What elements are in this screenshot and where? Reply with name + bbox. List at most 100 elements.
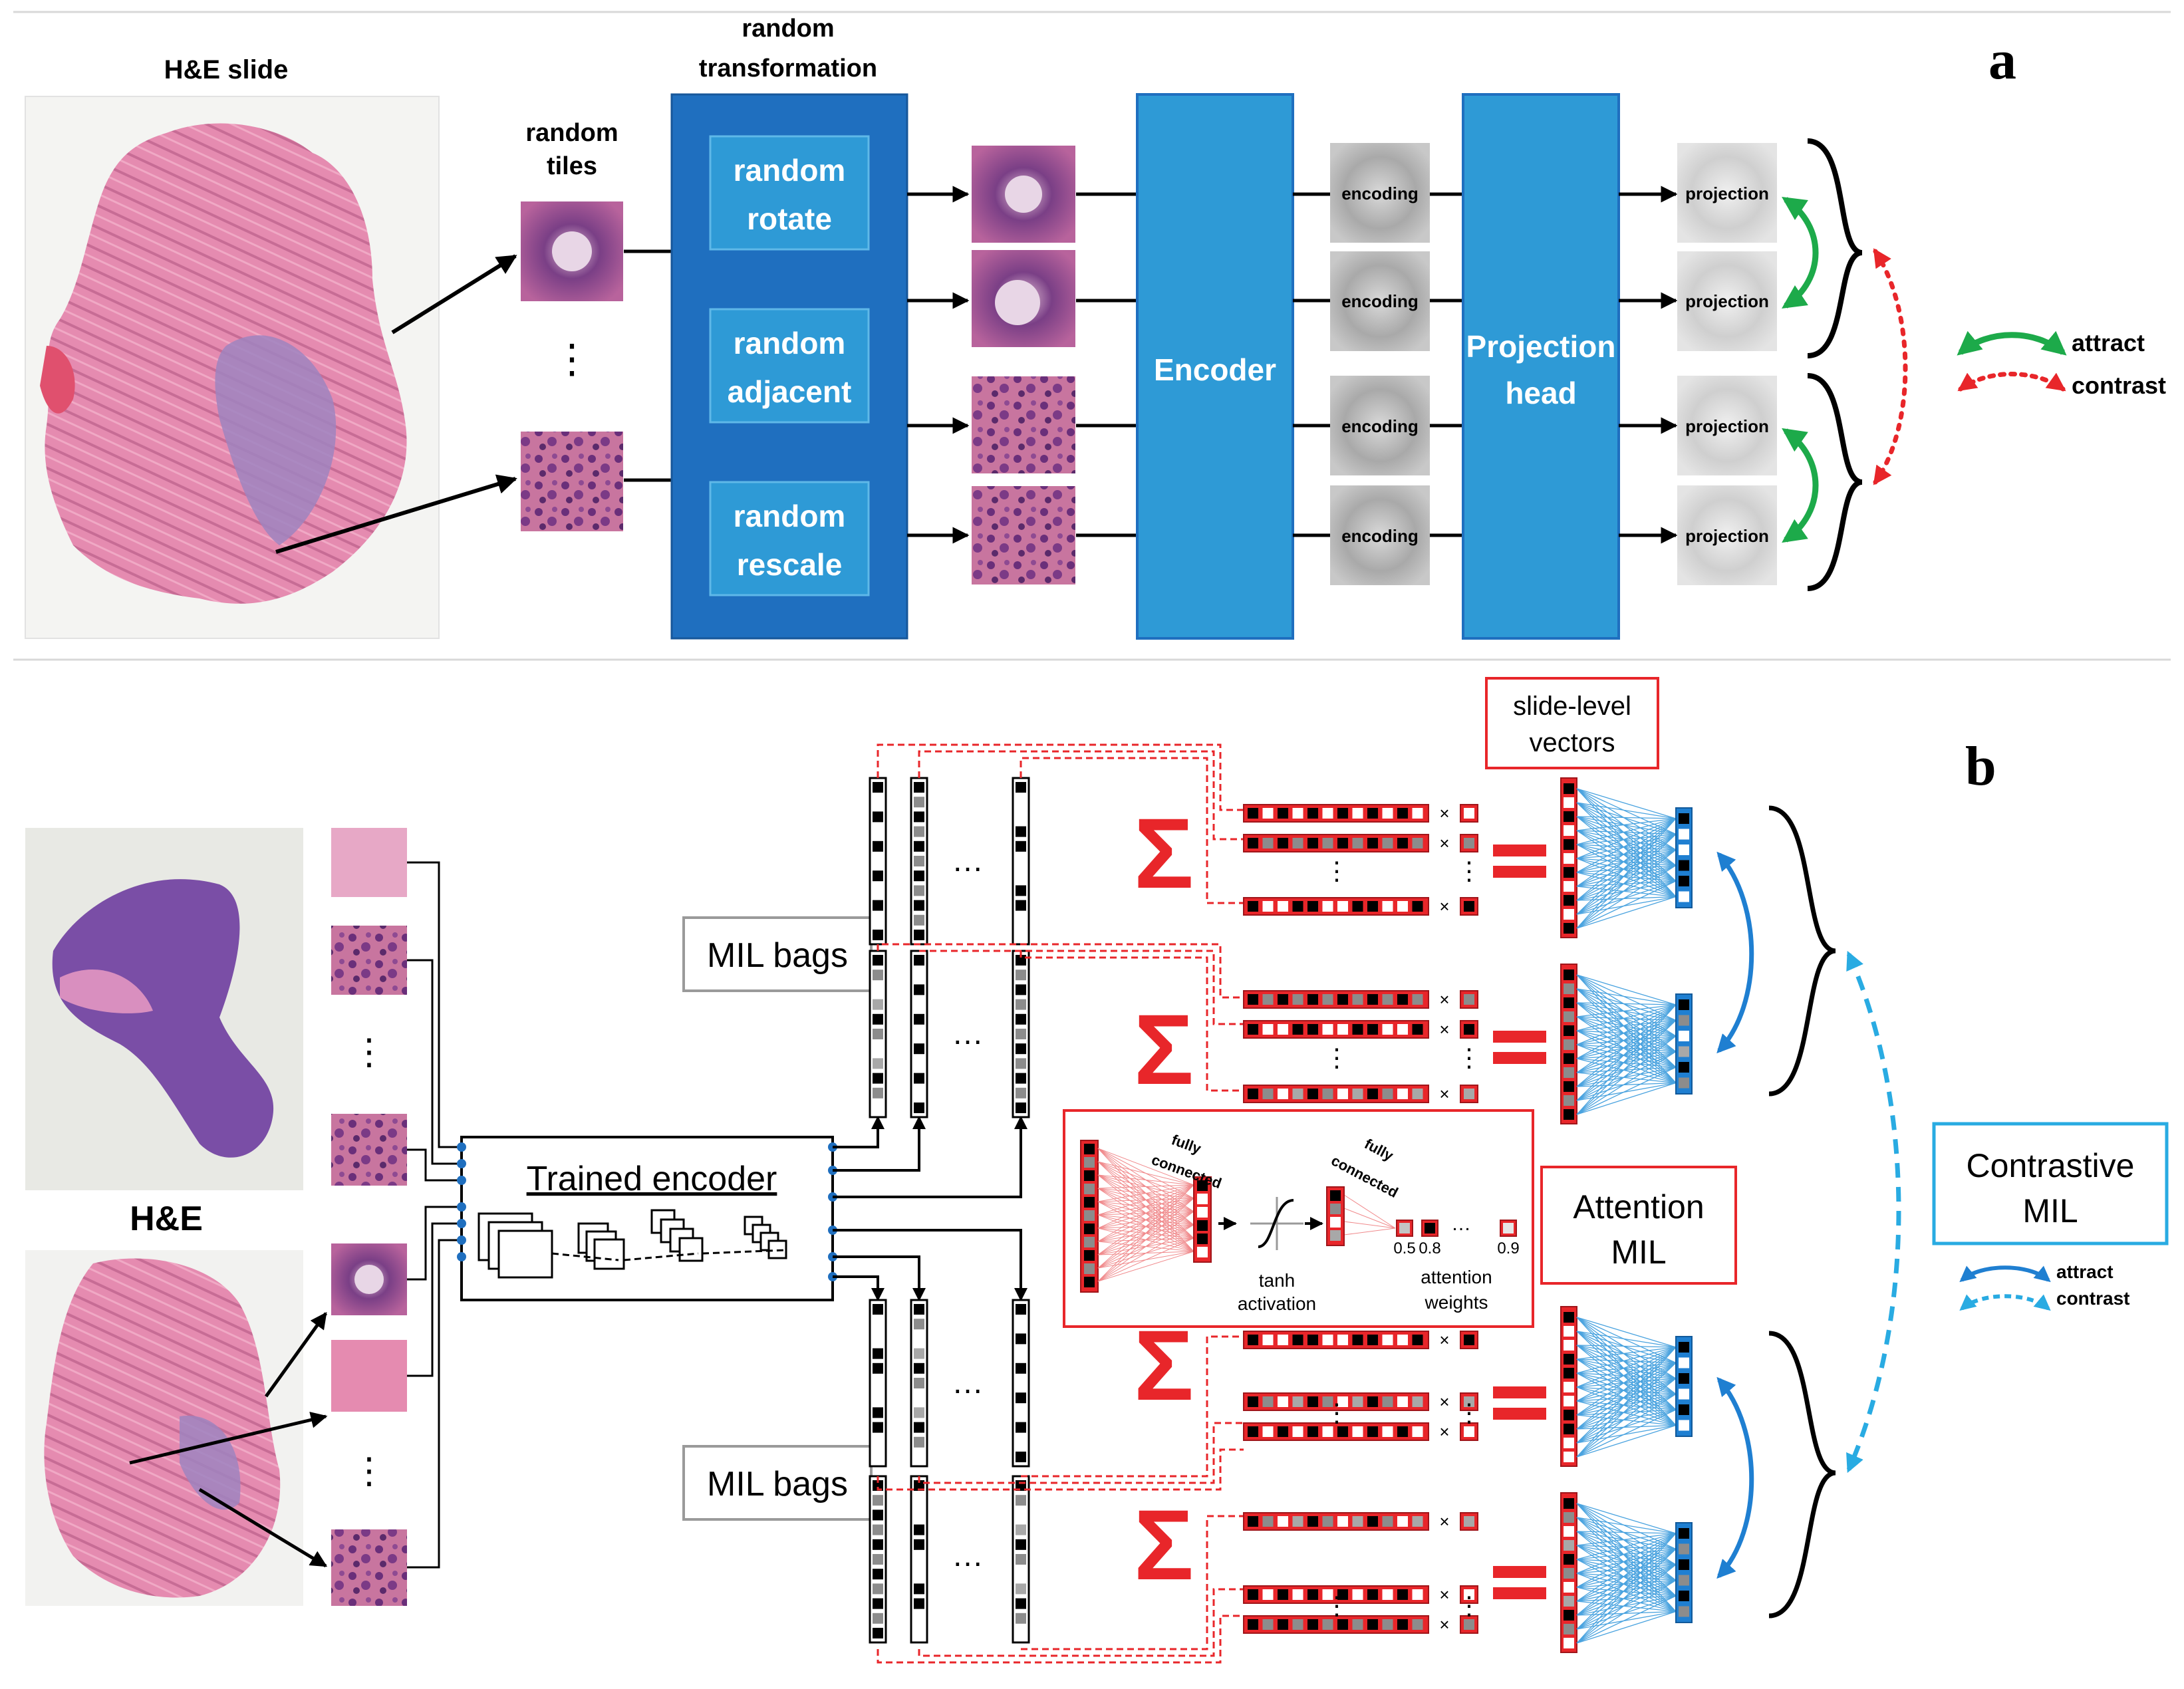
times-sign: ×	[1439, 1084, 1449, 1104]
fc-edge	[1576, 816, 1677, 882]
fc-edge	[1576, 1317, 1677, 1426]
weight-ellipsis: ⋮	[1456, 1593, 1482, 1621]
fc-edge	[1576, 1058, 1677, 1084]
row-cell	[1337, 1589, 1348, 1600]
encoding-tile-2: encoding	[1330, 251, 1430, 351]
row-cell	[1262, 1335, 1274, 1345]
attention-row	[1243, 1615, 1429, 1634]
fc-edge	[1576, 1004, 1677, 1017]
projection-vector	[1675, 993, 1693, 1095]
fc-edge	[1576, 1035, 1677, 1115]
row-cell	[1278, 1396, 1288, 1407]
bag-cell	[1016, 1029, 1026, 1039]
vector-cell	[1564, 1109, 1574, 1120]
inset-edge	[1343, 1221, 1396, 1229]
fc-edge	[1576, 1362, 1677, 1402]
vector-cell	[1564, 1081, 1574, 1092]
bag-cell	[873, 1043, 883, 1055]
bag-cell	[1016, 856, 1026, 866]
fc-edge	[1576, 1372, 1677, 1379]
fc-edge	[1576, 1345, 1677, 1348]
contrastive-mil-label: Contrastive MIL	[1932, 1122, 2169, 1245]
bag-cell	[914, 1058, 924, 1069]
fc-edge	[1576, 1372, 1677, 1426]
fc-edge	[1576, 1347, 1677, 1458]
inset-cell	[1084, 1237, 1095, 1247]
row-cell	[1337, 1024, 1348, 1035]
fc-edge	[1576, 988, 1677, 1005]
bag-cell	[1016, 870, 1026, 882]
row-cell	[1352, 1089, 1363, 1099]
random-tiles-line2: tiles	[547, 152, 597, 180]
slide-arrow-1	[264, 1311, 328, 1398]
fc-edge	[1576, 1517, 1677, 1581]
fc-edge	[1576, 1587, 1677, 1597]
fc-edge	[1576, 988, 1677, 1068]
bag-cell	[873, 914, 883, 926]
vector-cell	[1564, 825, 1574, 836]
fc-edge	[1576, 1548, 1677, 1588]
row-cell	[1382, 808, 1393, 819]
bag-cell	[873, 1073, 883, 1084]
fc-edge	[1576, 1559, 1677, 1581]
fc-edge	[1576, 1503, 1677, 1597]
bag-cell	[1016, 1073, 1026, 1084]
vector-cell	[1564, 1498, 1574, 1509]
bag-cell	[873, 1613, 883, 1624]
inset-edge	[1097, 1237, 1194, 1282]
fc-edge	[1576, 833, 1677, 859]
fc-edge	[1576, 1016, 1677, 1084]
row-cell	[1352, 838, 1363, 848]
bag-cell	[914, 1073, 924, 1084]
row-cell	[1248, 901, 1258, 912]
fc-edge	[1576, 1019, 1677, 1101]
row-cell	[1382, 901, 1393, 912]
fc-edge	[1576, 802, 1677, 897]
fc-edge	[1576, 1400, 1677, 1410]
row-ellipsis: ⋮	[1324, 858, 1349, 886]
row-cell	[1278, 1335, 1288, 1345]
bag-cell	[914, 1378, 924, 1388]
projection-cell	[1679, 829, 1689, 840]
row-cell	[1262, 1516, 1274, 1527]
fc-edge	[1576, 1533, 1677, 1546]
bag-cell	[1016, 782, 1026, 793]
row-cell	[1292, 808, 1303, 819]
fc-edge	[1576, 1503, 1677, 1550]
fc-edge	[1576, 896, 1677, 901]
row-cell	[1352, 1426, 1363, 1437]
trained-encoder-label: Trained encoder	[527, 1160, 777, 1198]
tile-connectors	[407, 861, 459, 1569]
projection-cell	[1679, 1015, 1689, 1026]
row-cell	[1322, 1335, 1333, 1345]
fc-edge	[1576, 1579, 1677, 1630]
bag-cell	[914, 797, 924, 808]
fc-edge	[1576, 1559, 1677, 1613]
fc-edge	[1576, 1595, 1677, 1644]
fc-edge	[1576, 844, 1677, 850]
transform-output-arrows	[907, 186, 1137, 544]
bag-cell	[873, 1480, 883, 1491]
bag-cell	[873, 1407, 883, 1418]
projection-cell	[1679, 1591, 1689, 1601]
vector-cell	[1564, 923, 1574, 934]
row-cell	[1337, 901, 1348, 912]
brace-b-upper	[1768, 805, 1836, 1097]
fc-edge	[1576, 1531, 1677, 1534]
fc-edge	[1576, 1030, 1677, 1037]
bag-cell	[914, 1304, 924, 1315]
fc-edge	[1576, 1545, 1677, 1613]
bag-cell	[914, 1628, 924, 1638]
fc-edge	[1576, 1362, 1677, 1374]
row-cell	[1307, 901, 1318, 912]
bag-cell	[914, 1407, 924, 1418]
fc-edge	[1576, 1378, 1677, 1444]
vector-cell	[1564, 881, 1574, 892]
fc-edge	[1576, 1573, 1677, 1581]
fc-edge	[1576, 1030, 1677, 1084]
fc-edge	[1576, 833, 1677, 887]
inset-edge	[1097, 1184, 1194, 1282]
fc-edge	[1576, 1359, 1677, 1426]
bag-cell	[1016, 1103, 1026, 1113]
svg-text:random: random	[734, 153, 846, 188]
